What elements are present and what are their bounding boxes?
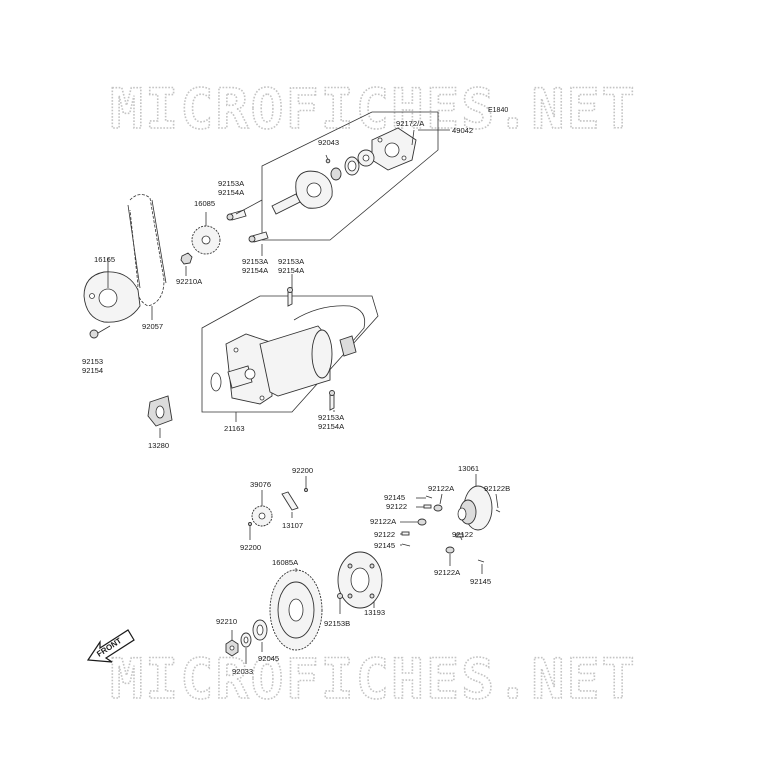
pump-ring-part [344, 156, 360, 176]
label-92154: 92154 [82, 366, 103, 375]
starter-motor-assembly-box [201, 295, 379, 413]
label-39076: 39076 [250, 480, 271, 489]
label-92154A-d: 92154A [318, 422, 345, 431]
label-92122A-c: 92122A [434, 568, 461, 577]
watermark-top: MICROFICHES.NET [110, 77, 637, 141]
label-92122A-b: 92122A [370, 517, 397, 526]
label-92172A: 92172/A [396, 119, 425, 128]
label-49042: 49042 [452, 126, 473, 135]
watermark-bottom: MICROFICHES.NET [110, 647, 637, 711]
label-92153B: 92153B [324, 619, 350, 628]
label-92153A-c: 92153A [278, 257, 305, 266]
bolt-92153A-b [248, 231, 269, 243]
label-13107: 13107 [282, 521, 303, 530]
starter-motor-body [225, 325, 333, 405]
label-92145-a: 92145 [384, 493, 405, 502]
sprocket-16085 [191, 225, 221, 255]
pump-bearing-part [330, 167, 342, 181]
label-92153A-d: 92153A [318, 413, 345, 422]
label-16085: 16085 [194, 199, 215, 208]
o-ring-part [210, 372, 222, 392]
gear-16085A [269, 569, 323, 651]
pin-92200-b [248, 522, 252, 526]
nut-92210A [180, 252, 193, 265]
pump-shaft-part [271, 193, 301, 215]
one-way-clutch-13193 [337, 551, 383, 609]
label-92122-b: 92122 [374, 530, 395, 539]
pin-92145-a [425, 495, 433, 499]
label-16085A: 16085A [272, 558, 299, 567]
label-92122-c: 92122 [452, 530, 473, 539]
pin-92122B [495, 509, 501, 513]
label-92153A-a: 92153A [218, 179, 245, 188]
nut-92210 [225, 639, 239, 657]
spring-92122-c [455, 533, 464, 538]
shaft-13107 [281, 491, 299, 511]
bolt-92153 [89, 325, 111, 339]
label-92122A-a: 92122A [428, 484, 455, 493]
bolt-92153A-d [329, 390, 335, 411]
label-92154A-a: 92154A [218, 188, 245, 197]
label-13193: 13193 [364, 608, 385, 617]
starter-cable [293, 305, 366, 357]
leader-lines [107, 199, 499, 664]
pin-92043 [325, 158, 331, 164]
label-92043: 92043 [318, 138, 339, 147]
roller-92122A-b [417, 518, 427, 526]
label-92210A: 92210A [176, 277, 203, 286]
label-16165: 16165 [94, 255, 115, 264]
pump-body-part [295, 170, 333, 209]
pin-92200-a [304, 488, 308, 492]
label-92145-c: 92145 [470, 577, 491, 586]
label-92122B: 92122B [484, 484, 510, 493]
label-92145-b: 92145 [374, 541, 395, 550]
label-92200-a: 92200 [292, 466, 313, 475]
label-13061: 13061 [458, 464, 479, 473]
pin-92145-b [401, 543, 411, 547]
label-92153: 92153 [82, 357, 103, 366]
chain-guide-16165 [83, 271, 141, 323]
label-92057: 92057 [142, 322, 163, 331]
pin-92145-c [477, 559, 485, 563]
washer-92033 [240, 632, 252, 648]
label-92153A-b: 92153A [242, 257, 269, 266]
diagram-code: E1840 [488, 107, 508, 114]
clutch-hub-13061 [457, 485, 493, 531]
label-21163: 21163 [224, 424, 245, 433]
coupling-13280 [147, 395, 173, 427]
chain-92057 [127, 194, 167, 307]
spring-92122-a [423, 504, 432, 509]
label-92033: 92033 [232, 667, 253, 676]
roller-92122A-a [433, 504, 443, 512]
label-92045: 92045 [258, 654, 279, 663]
label-92122-a: 92122 [386, 502, 407, 511]
label-13280: 13280 [148, 441, 169, 450]
roller-92122A-c [445, 546, 455, 554]
label-92200-b: 92200 [240, 543, 261, 552]
pump-rotor-part [357, 149, 375, 167]
pump-cover-part [371, 127, 417, 171]
idle-gear-39076 [251, 505, 273, 527]
bolt-92153B [337, 593, 343, 614]
bolt-92153A-c [287, 287, 293, 307]
label-92154A-c: 92154A [278, 266, 305, 275]
label-92210: 92210 [216, 617, 237, 626]
spring-92122-b [401, 531, 410, 536]
label-92154A-b: 92154A [242, 266, 269, 275]
bolt-92153A-a [226, 209, 247, 221]
bearing-92045 [252, 619, 268, 641]
